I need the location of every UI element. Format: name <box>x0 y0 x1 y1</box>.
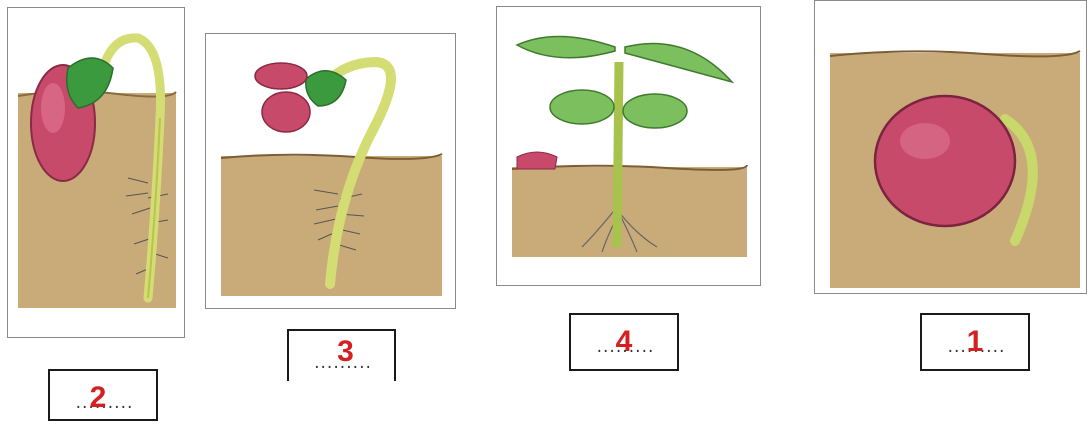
stage-panel-d <box>814 0 1087 294</box>
answer-number-c: 4 <box>571 327 677 357</box>
answer-box-c[interactable]: ......... 4 <box>569 313 679 371</box>
bean-germination-illustration-d <box>815 1 1087 295</box>
answer-number-a: 2 <box>40 383 156 413</box>
bean-germination-illustration-c <box>497 7 762 287</box>
answer-number-b: 3 <box>297 337 394 367</box>
bean-germination-illustration-a <box>8 8 186 339</box>
stage-panel-b <box>205 33 456 309</box>
answer-number-d: 1 <box>922 327 1028 357</box>
bean-germination-illustration-b <box>206 34 457 310</box>
answer-box-d[interactable]: ......... 1 <box>920 313 1030 371</box>
stage-panel-c <box>496 6 761 286</box>
stage-panel-a <box>7 7 185 338</box>
answer-box-b[interactable]: ......... 3 <box>287 329 396 381</box>
answer-box-a[interactable]: ......... 2 <box>48 369 158 421</box>
